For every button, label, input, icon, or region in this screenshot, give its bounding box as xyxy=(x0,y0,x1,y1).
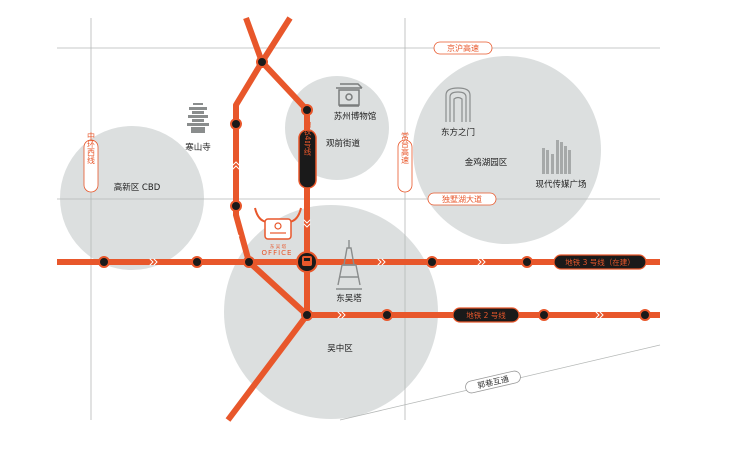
circle-gaoxin xyxy=(60,126,204,270)
museum-icon xyxy=(336,83,363,107)
metro-station-icon[interactable] xyxy=(296,251,318,273)
stations xyxy=(98,56,651,321)
station-l2-junction xyxy=(301,309,313,321)
line2-label: 地铁 2 号线 xyxy=(466,310,506,320)
tower-icon xyxy=(336,240,362,290)
building-icon xyxy=(542,140,571,174)
office-bull-icon[interactable] xyxy=(254,207,302,240)
label-hanshan: 寒山寺 xyxy=(185,142,211,153)
line4-pill xyxy=(298,129,317,189)
office-title: OFFICE xyxy=(262,249,293,257)
road-label-dushu: 独墅湖大道 xyxy=(427,192,497,206)
station-l4-left-2 xyxy=(230,200,242,212)
direction-arrows xyxy=(149,161,604,319)
label-wuzhong: 吴中区 xyxy=(327,343,353,354)
road-label-changtai: 常台高速 xyxy=(397,132,413,193)
station-l3-1 xyxy=(98,256,110,268)
label-museum: 苏州博物馆 xyxy=(334,111,377,122)
label-gaoxin: 高新区 CBD xyxy=(114,182,161,193)
road-label-jinghu: 京沪高速 xyxy=(433,41,493,55)
circle-jinji xyxy=(413,56,601,244)
label-guanqian: 观前街道 xyxy=(326,138,361,149)
svg-text:独墅湖大道: 独墅湖大道 xyxy=(442,194,482,204)
station-l4-museum xyxy=(301,104,313,116)
office-subtitle: 东 吴 塔 xyxy=(270,243,287,250)
station-l3-2 xyxy=(191,256,203,268)
label-gate: 东方之门 xyxy=(441,127,475,138)
label-jinji: 金鸡湖园区 xyxy=(465,157,508,168)
line4-label: 地铁4号线 xyxy=(303,119,312,155)
station-l2-3 xyxy=(639,309,651,321)
station-top-junction xyxy=(256,56,268,68)
station-l2-1 xyxy=(381,309,393,321)
station-l3-3 xyxy=(243,256,255,268)
label-media: 现代传媒广场 xyxy=(535,179,586,190)
station-l4-left-1 xyxy=(230,118,242,130)
pagoda-icon xyxy=(187,103,209,133)
road-label-zhonghuan: 中环西线 xyxy=(83,131,99,193)
station-l2-2 xyxy=(538,309,550,321)
station-l3-4 xyxy=(426,256,438,268)
svg-text:京沪高速: 京沪高速 xyxy=(447,43,479,53)
road-label-guoxiang: 郭巷互通 xyxy=(465,370,521,394)
label-dongwu: 东吴塔 xyxy=(336,293,362,304)
station-l3-5 xyxy=(521,256,533,268)
line3-label: 地铁 3 号线（在建） xyxy=(565,257,635,267)
gate-icon xyxy=(445,87,471,122)
svg-text:常台高速: 常台高速 xyxy=(401,132,410,165)
line2-pill xyxy=(452,307,520,323)
svg-text:中环西线: 中环西线 xyxy=(87,131,96,164)
line3-pill xyxy=(553,254,647,270)
